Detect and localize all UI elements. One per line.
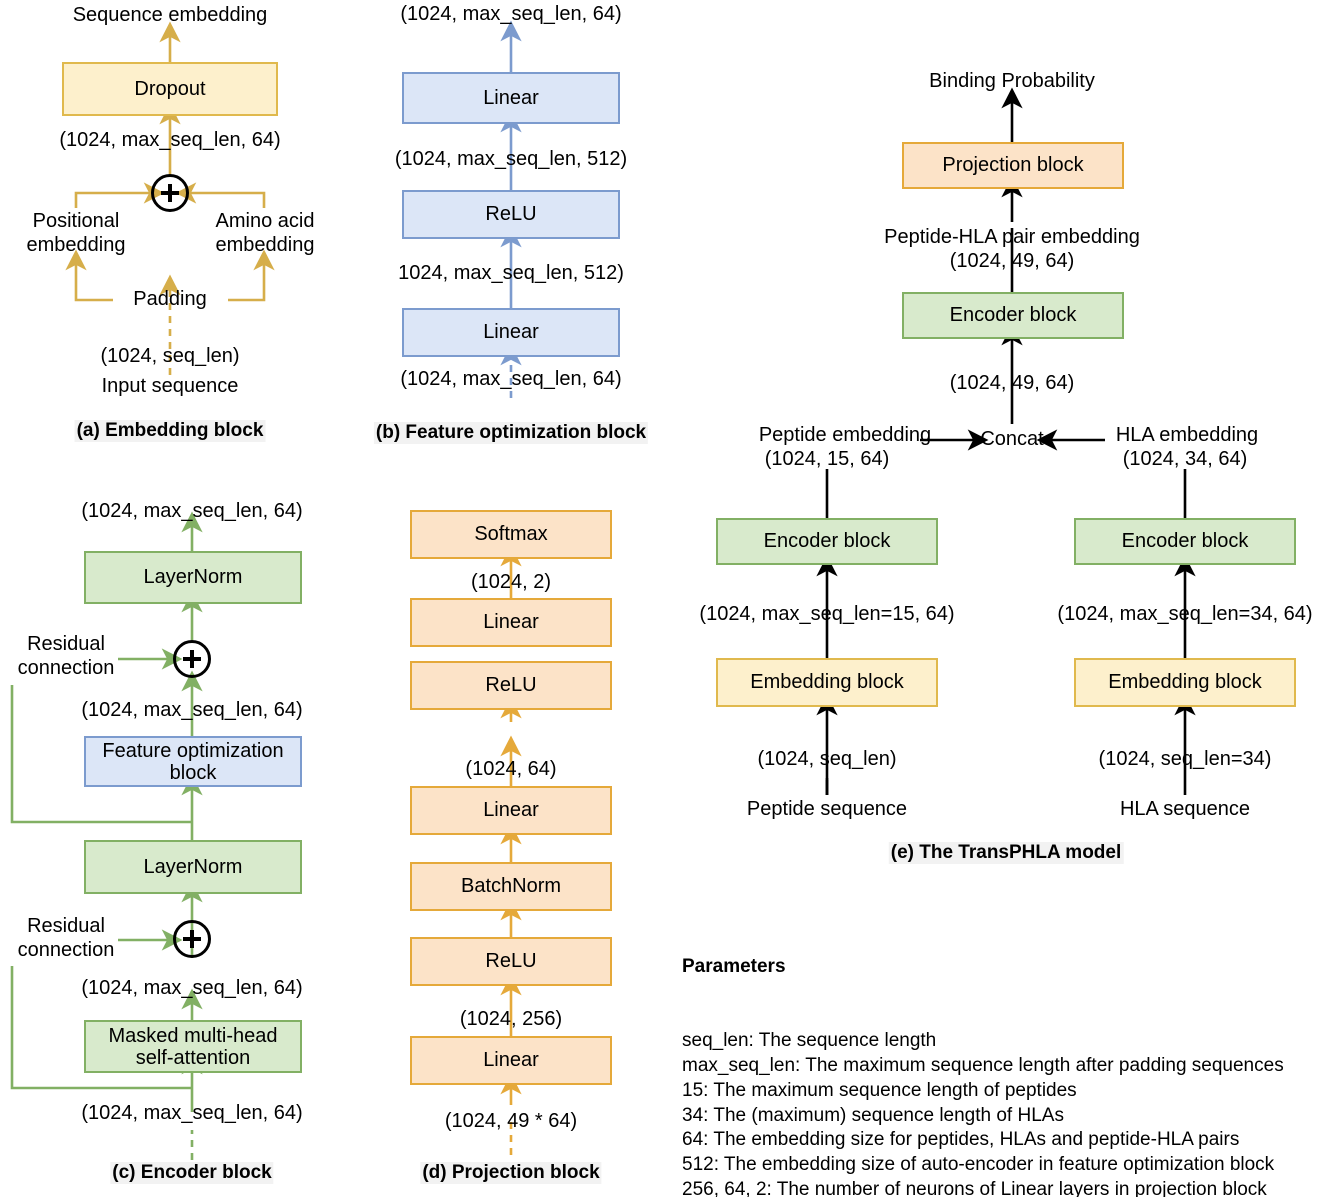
sum-plus-icon-bottom	[173, 920, 211, 958]
linear-box-top[interactable]: Linear	[402, 72, 620, 124]
hla-embedding-label: HLA embedding	[1115, 424, 1259, 446]
embedding-block-box-right[interactable]: Embedding block	[1074, 658, 1296, 707]
panel-c-top-shape: (1024, max_seq_len, 64)	[81, 500, 303, 522]
sum-plus-icon	[151, 174, 189, 212]
parameter-line: 15: The maximum sequence length of pepti…	[682, 1079, 1077, 1101]
panel-e-shape-right-in: (1024, seq_len=34)	[1098, 748, 1272, 770]
encoder-block-box-top[interactable]: Encoder block	[902, 292, 1124, 339]
softmax-box[interactable]: Softmax	[410, 510, 612, 559]
linear-box-3[interactable]: Linear	[410, 598, 612, 647]
parameter-line: max_seq_len: The maximum sequence length…	[682, 1055, 1284, 1077]
panel-d-shape-1024-256: (1024, 256)	[459, 1008, 563, 1030]
padding-label: Padding	[133, 288, 207, 310]
embedding-block-box-left[interactable]: Embedding block	[716, 658, 938, 707]
hla-embedding-shape: (1024, 34, 64)	[1122, 448, 1248, 470]
panel-e-shape-right-mid: (1024, max_seq_len=34, 64)	[1057, 603, 1313, 625]
peptide-embedding-shape: (1024, 15, 64)	[764, 448, 890, 470]
dropout-box[interactable]: Dropout	[62, 62, 278, 116]
binding-probability-label: Binding Probability	[929, 70, 1095, 92]
panel-e-shape-to-encoder-top: (1024, 49, 64)	[949, 372, 1075, 394]
panel-c-shape-above-fob: (1024, max_seq_len, 64)	[81, 699, 303, 721]
layernorm-box-top[interactable]: LayerNorm	[84, 551, 302, 604]
sequence-embedding-label: Sequence embedding	[72, 4, 268, 26]
encoder-block-box-left[interactable]: Encoder block	[716, 518, 938, 565]
parameter-line: seq_len: The sequence length	[682, 1030, 937, 1052]
parameter-line: 64: The embedding size for peptides, HLA…	[682, 1129, 1240, 1151]
panel-e-shape-left-mid: (1024, max_seq_len=15, 64)	[699, 603, 955, 625]
parameters-block: Parameters seq_len: The sequence length m…	[682, 906, 1320, 1197]
peptide-sequence-label: Peptide sequence	[746, 798, 908, 820]
panel-b-caption: (b) Feature optimization block	[373, 422, 649, 444]
panel-b-mid-shape-lower: 1024, max_seq_len, 512)	[398, 262, 624, 284]
panel-e-caption: (e) The TransPHLA model	[888, 842, 1124, 864]
panel-d-caption: (d) Projection block	[420, 1162, 602, 1184]
concat-label: Concat	[980, 428, 1044, 450]
linear-box-1[interactable]: Linear	[410, 1036, 612, 1085]
batchnorm-box[interactable]: BatchNorm	[410, 862, 612, 911]
relu-box-1[interactable]: ReLU	[410, 937, 612, 986]
panel-e-shape-left-in: (1024, seq_len)	[757, 748, 897, 770]
parameter-line: 512: The embedding size of auto-encoder …	[682, 1153, 1275, 1175]
relu-box-2[interactable]: ReLU	[410, 661, 612, 710]
hla-sequence-label: HLA sequence	[1119, 798, 1251, 820]
pair-embedding-shape: (1024, 49, 64)	[949, 250, 1075, 272]
parameters-title: Parameters	[682, 956, 786, 978]
linear-box-bottom[interactable]: Linear	[402, 308, 620, 357]
panel-c-bottom-shape: (1024, max_seq_len, 64)	[81, 1102, 303, 1124]
linear-box-2[interactable]: Linear	[410, 786, 612, 835]
sum-plus-icon-top	[173, 640, 211, 678]
panel-c-shape-above-attn: (1024, max_seq_len, 64)	[81, 977, 303, 999]
panel-b-mid-shape-upper: (1024, max_seq_len, 512)	[394, 148, 628, 170]
input-shape-label: (1024, seq_len)	[100, 345, 240, 367]
panel-c-caption: (c) Encoder block	[110, 1162, 274, 1184]
relu-box[interactable]: ReLU	[402, 190, 620, 239]
parameter-line: 34: The (maximum) sequence length of HLA…	[682, 1104, 1064, 1126]
panel-b-bottom-shape: (1024, max_seq_len, 64)	[400, 368, 622, 390]
peptide-embedding-label: Peptide embedding	[758, 424, 932, 446]
input-sequence-label: Input sequence	[101, 375, 239, 397]
panel-d-bottom-shape: (1024, 49 * 64)	[444, 1110, 578, 1132]
pair-embedding-label: Peptide-HLA pair embedding	[884, 226, 1140, 248]
projection-block-box[interactable]: Projection block	[902, 142, 1124, 189]
layernorm-box-bottom[interactable]: LayerNorm	[84, 840, 302, 894]
panel-b-top-shape: (1024, max_seq_len, 64)	[400, 3, 622, 25]
panel-d-shape-1024-2: (1024, 2)	[470, 571, 552, 593]
parameters-lines: seq_len: The sequence length max_seq_len:…	[682, 1029, 1320, 1197]
shape-after-sum-label: (1024, max_seq_len, 64)	[59, 129, 281, 151]
panel-a-caption: (a) Embedding block	[74, 420, 266, 442]
encoder-block-box-right[interactable]: Encoder block	[1074, 518, 1296, 565]
parameter-line: 256, 64, 2: The number of neurons of Lin…	[682, 1178, 1267, 1197]
panel-d-shape-1024-64: (1024, 64)	[465, 758, 557, 780]
